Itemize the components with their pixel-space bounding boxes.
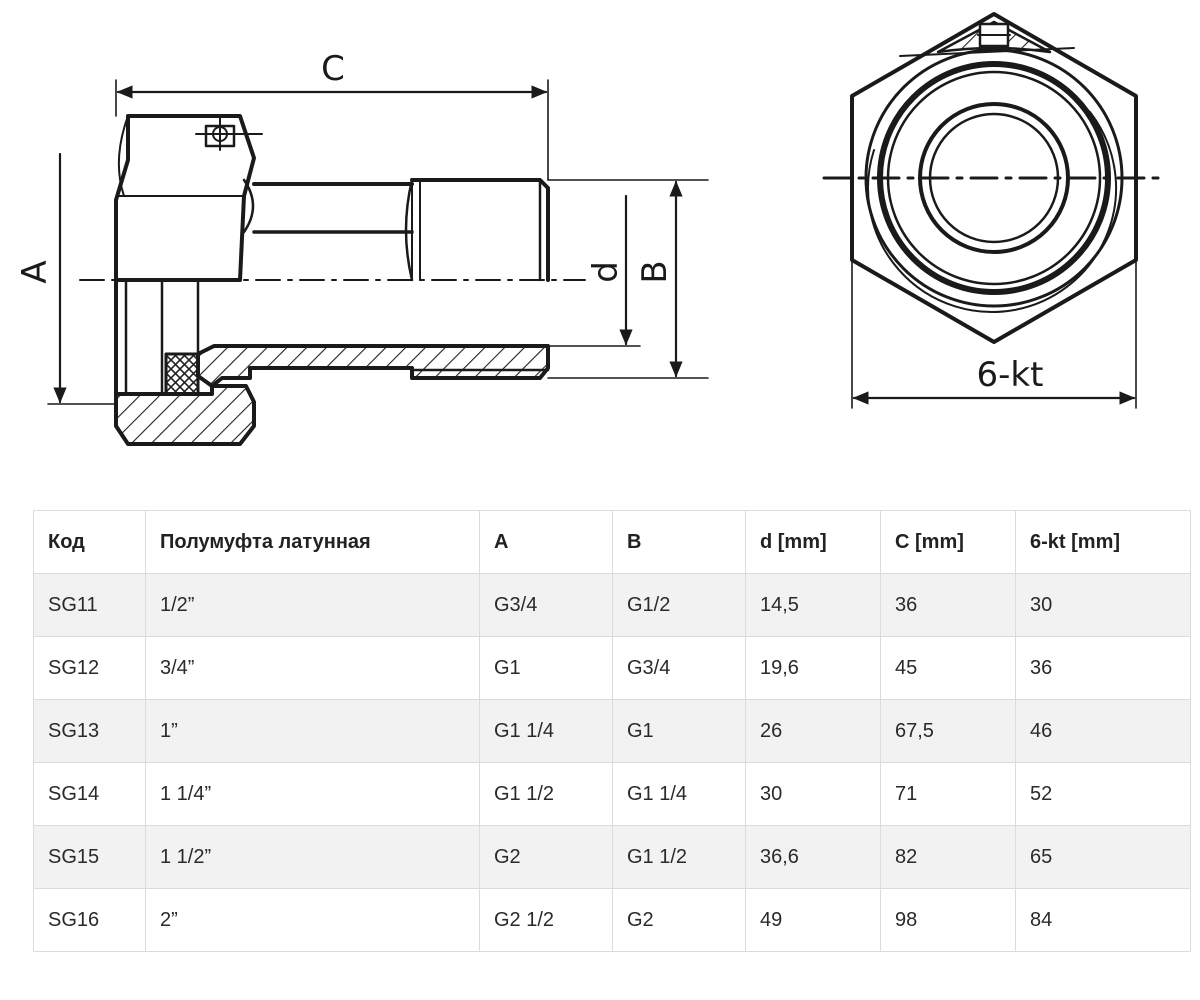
cell-c: 67,5 — [880, 699, 1016, 763]
table-row: SG11 1/2” G3/4 G1/2 14,5 36 30 — [33, 573, 1191, 637]
cell-d: 26 — [745, 699, 881, 763]
table-row: SG16 2” G2 1/2 G2 49 98 84 — [33, 888, 1191, 952]
cell-b: G3/4 — [612, 636, 746, 700]
cell-code: SG15 — [33, 825, 146, 889]
table-row: SG12 3/4” G1 G3/4 19,6 45 36 — [33, 636, 1191, 700]
cell-product: 1 1/2” — [145, 825, 480, 889]
dim-c-label: C — [321, 49, 345, 89]
cell-b: G1/2 — [612, 573, 746, 637]
header-d: d [mm] — [745, 510, 881, 574]
dim-hex-label: 6-kt — [977, 355, 1044, 395]
cell-c: 82 — [880, 825, 1016, 889]
cell-product: 1/2” — [145, 573, 480, 637]
cell-hex: 46 — [1015, 699, 1191, 763]
header-code: Код — [33, 510, 146, 574]
cell-b: G1 — [612, 699, 746, 763]
header-hex: 6-kt [mm] — [1015, 510, 1191, 574]
cell-d: 19,6 — [745, 636, 881, 700]
header-product: Полумуфта латунная — [145, 510, 480, 574]
cell-hex: 52 — [1015, 762, 1191, 826]
pipe-thread-outline — [410, 178, 550, 282]
cell-c: 45 — [880, 636, 1016, 700]
cell-hex: 84 — [1015, 888, 1191, 952]
cell-a: G2 — [479, 825, 613, 889]
cell-code: SG13 — [33, 699, 146, 763]
pipe-wall-section — [196, 344, 550, 388]
cell-a: G1 1/4 — [479, 699, 613, 763]
cell-code: SG16 — [33, 888, 146, 952]
cell-a: G1 1/2 — [479, 762, 613, 826]
table-header-row: Код Полумуфта латунная A B d [mm] C [mm]… — [33, 510, 1191, 574]
cell-d: 36,6 — [745, 825, 881, 889]
cell-c: 71 — [880, 762, 1016, 826]
cell-b: G2 — [612, 888, 746, 952]
header-b: B — [612, 510, 746, 574]
cell-hex: 30 — [1015, 573, 1191, 637]
front-view — [822, 12, 1168, 409]
cell-d: 14,5 — [745, 573, 881, 637]
cell-product: 3/4” — [145, 636, 480, 700]
table-row: SG14 1 1/4” G1 1/2 G1 1/4 30 71 52 — [33, 762, 1191, 826]
hex-nut-outline — [850, 12, 1138, 344]
table-row: SG15 1 1/2” G2 G1 1/2 36,6 82 65 — [33, 825, 1191, 889]
cell-hex: 65 — [1015, 825, 1191, 889]
cell-a: G3/4 — [479, 573, 613, 637]
side-view — [47, 79, 709, 446]
cell-d: 30 — [745, 762, 881, 826]
cell-product: 1” — [145, 699, 480, 763]
header-c: C [mm] — [880, 510, 1016, 574]
cell-product: 2” — [145, 888, 480, 952]
cell-a: G2 1/2 — [479, 888, 613, 952]
cell-c: 98 — [880, 888, 1016, 952]
cell-hex: 36 — [1015, 636, 1191, 700]
cell-c: 36 — [880, 573, 1016, 637]
technical-drawing: C A d B 6-kt — [15, 12, 1168, 446]
table-row: SG13 1” G1 1/4 G1 26 67,5 46 — [33, 699, 1191, 763]
dim-d-label: d — [586, 261, 626, 283]
cell-b: G1 1/2 — [612, 825, 746, 889]
dim-b-label: B — [635, 260, 675, 283]
lock-hole-icon — [195, 117, 263, 151]
seal-ring — [164, 352, 200, 396]
cell-code: SG14 — [33, 762, 146, 826]
cell-code: SG12 — [33, 636, 146, 700]
cell-b: G1 1/4 — [612, 762, 746, 826]
header-a: A — [479, 510, 613, 574]
cell-product: 1 1/4” — [145, 762, 480, 826]
cell-a: G1 — [479, 636, 613, 700]
specification-table: Код Полумуфта латунная A B d [mm] C [mm]… — [33, 510, 1191, 952]
cell-code: SG11 — [33, 573, 146, 637]
cell-d: 49 — [745, 888, 881, 952]
nut-outline — [114, 114, 256, 282]
dim-a-label: A — [15, 260, 55, 283]
